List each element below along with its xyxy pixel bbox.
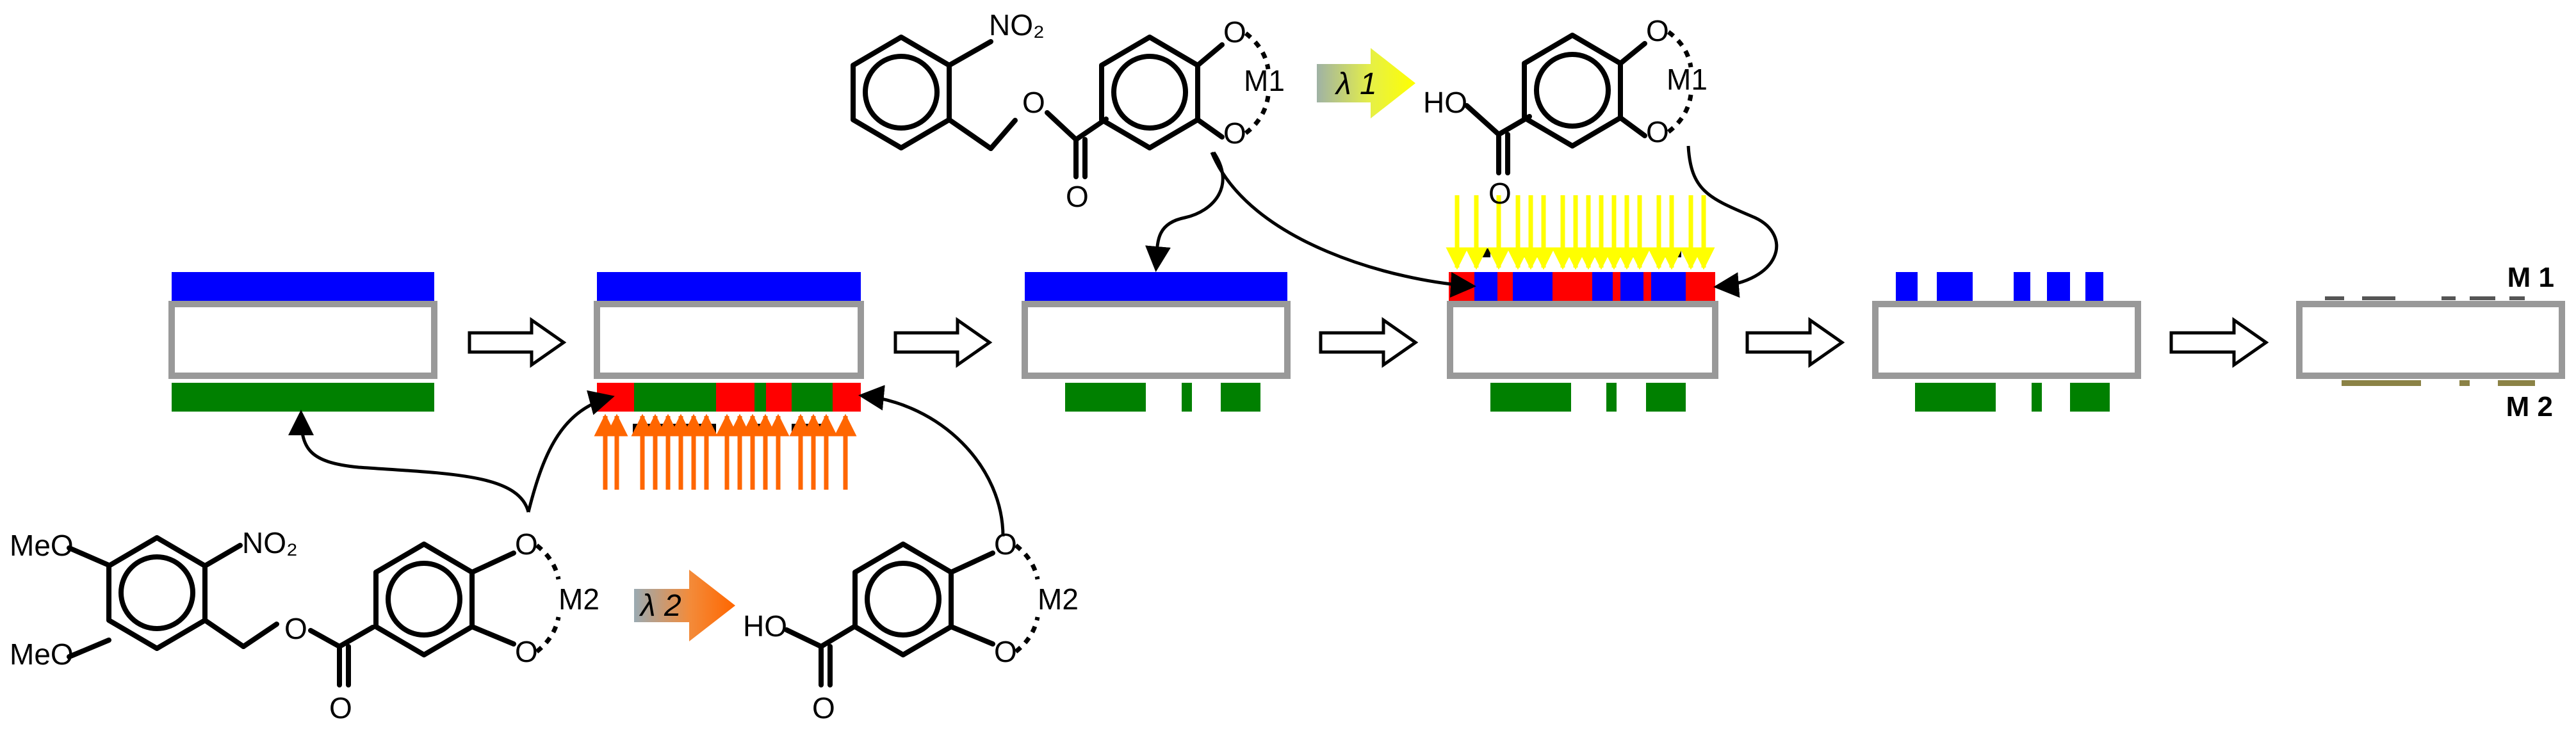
lambda1-light-arrows [1446,195,1715,270]
curve-m2-to-stage-1 [288,410,530,513]
process-arrow-1 [468,317,567,368]
metal-m1-label: M1 [1667,63,1708,96]
substrate-stage-2 [594,272,864,490]
substrate-stage-4 [1446,195,1718,412]
process-arrow-3 [1319,317,1419,368]
carbonyl-oxygen-label: O [1488,177,1512,210]
catechol-oxygen-label: O [1223,116,1246,150]
lambda2-reaction-arrow: λ 2 [634,570,735,641]
hydroxyl-label: HO [1423,86,1467,119]
m1-photocaged-ligand-structure: NO₂ O O O O M1 [851,8,1285,213]
substrate-plate [168,301,437,379]
nitro-group-label: NO₂ [242,526,298,559]
m2-pattern [1065,383,1260,412]
curve-m1-to-stage-4 [1210,152,1476,298]
m2-pattern [1490,383,1686,412]
substrate-stage-5 [1872,272,2141,412]
m1-side-label: M 1 [2507,262,2554,293]
carbonyl-oxygen-label: O [1066,180,1089,213]
metal-m2-label: M2 [558,582,599,616]
metal-m2-label: M2 [1038,582,1079,616]
catechol-oxygen-label: O [1646,115,1669,149]
m2-exposed-regions [597,383,861,412]
methoxy-label: MeO [10,529,74,562]
ester-oxygen-label: O [284,612,307,645]
catechol-oxygen-label: O [515,527,538,561]
curve-m2-to-stage-2 [526,390,615,513]
carbonyl-oxygen-label: O [812,691,835,725]
metal-m1-label: M1 [1244,64,1285,97]
m1-layer [1025,272,1287,301]
catechol-oxygen-label: O [994,527,1017,561]
m1-deprotected-ligand-structure: HO O O O M1 [1423,14,1708,210]
m2-side-label: M 2 [2506,391,2553,422]
catechol-oxygen-label: O [1646,14,1669,47]
substrate-stage-1 [168,272,437,412]
m1-layer [597,272,861,301]
ester-oxygen-label: O [1022,86,1045,119]
nitro-group-label: NO₂ [989,8,1045,42]
lambda1-reaction-arrow: λ 1 [1317,48,1415,118]
m1-residue-pattern [2325,296,2525,300]
curve-m1-to-stage-3 [1145,151,1225,272]
m2-deprotected-ligand-structure: HO O O O M2 [743,527,1079,725]
m1-pattern [1896,272,2103,301]
curve-m1-acid-to-stage-4 [1686,145,1779,298]
m2-pattern [1915,383,2110,412]
connector-curves [288,145,1779,537]
lambda2-light-arrows [594,414,857,490]
substrate-stage-6: M 1 M 2 [2296,262,2565,422]
m2-photocaged-ligand-structure: MeO MeO NO₂ O O O O M2 [10,526,599,725]
catechol-oxygen-label: O [1223,15,1246,49]
substrate-plate [594,301,864,379]
substrate-stage-3 [1022,272,1291,412]
hydroxyl-label: HO [743,609,787,643]
methoxy-label: MeO [10,638,74,671]
process-arrow-5 [2169,317,2269,368]
carbonyl-oxygen-label: O [329,691,352,725]
process-arrow-4 [1745,317,1845,368]
lambda2-label: λ 2 [639,589,681,623]
m2-layer [172,383,434,412]
substrate-plate [1872,301,2141,379]
m1-layer [172,272,434,301]
catechol-oxygen-label: O [994,635,1017,668]
catechol-oxygen-label: O [515,635,538,668]
substrate-plate [2296,301,2565,379]
lambda1-label: λ 1 [1334,67,1377,101]
curve-m2-acid-to-stage-2 [858,385,1005,537]
process-arrow-2 [893,317,993,368]
m2-residue-pattern [2342,380,2535,386]
substrate-plate [1447,301,1718,379]
substrate-plate [1022,301,1291,379]
